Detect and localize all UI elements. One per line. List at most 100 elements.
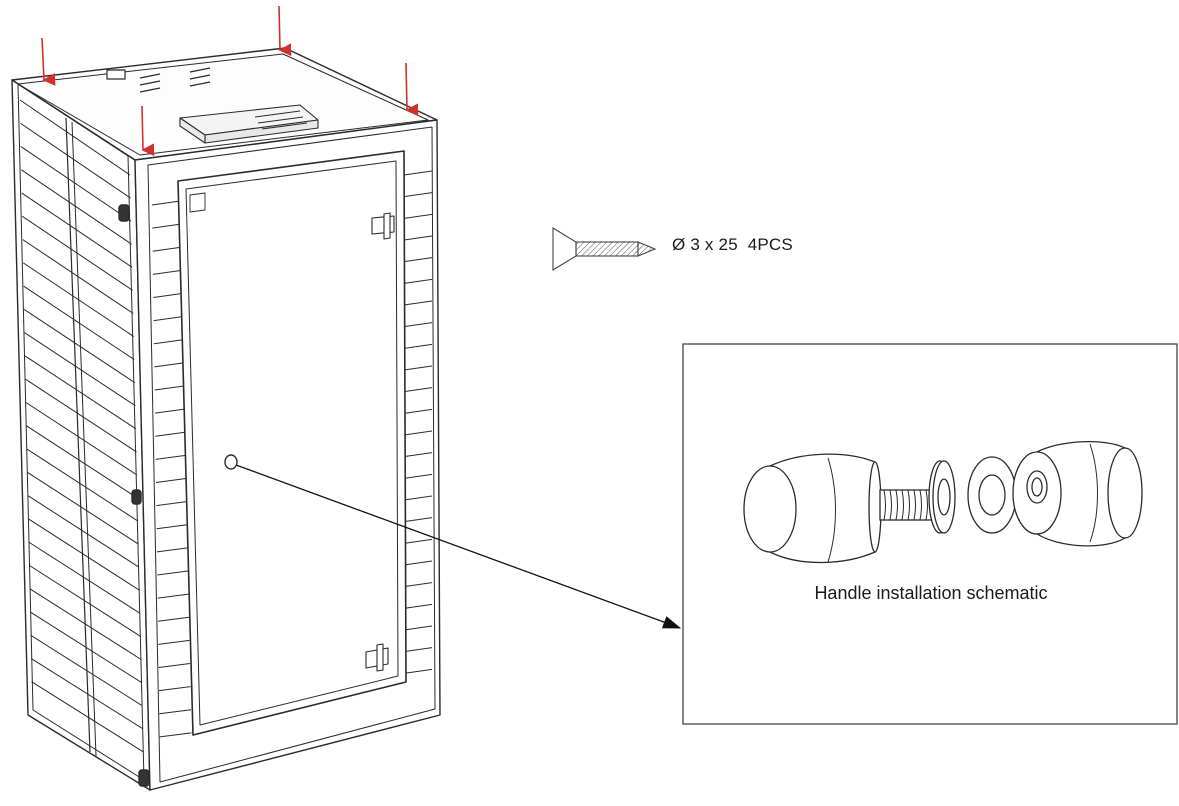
side-slat-line <box>20 122 131 199</box>
side-slat-line <box>29 611 143 684</box>
front-slat-line <box>158 663 191 668</box>
front-slat-line <box>403 668 433 674</box>
front-slat-line <box>403 343 433 349</box>
side-slat-line <box>27 495 140 568</box>
side-slat-line <box>24 355 137 430</box>
front-slat-line <box>156 501 187 507</box>
handle-hole-icon <box>224 454 238 470</box>
side-slat-line <box>25 402 138 476</box>
side-slat-line <box>26 448 139 522</box>
front-slat-line <box>153 316 183 322</box>
countersunk-screw-icon <box>552 227 657 271</box>
front-slat-line <box>154 408 185 414</box>
side-slat-line <box>22 262 135 337</box>
front-slat-line <box>403 495 433 501</box>
front-slat-line <box>155 454 186 460</box>
hinge-icon <box>131 489 142 505</box>
front-slat-line <box>156 524 188 530</box>
front-slats <box>151 170 433 738</box>
side-slat-line <box>29 588 142 661</box>
side-slat-line <box>25 378 137 453</box>
front-slat-line <box>403 235 433 241</box>
front-slat-line <box>158 639 190 645</box>
front-slat-line <box>403 300 433 306</box>
side-slat-line <box>21 192 133 268</box>
side-slat-line <box>22 215 133 291</box>
front-slat-line <box>157 616 190 622</box>
side-slats <box>19 99 144 753</box>
side-slat-line <box>26 425 138 499</box>
side-slat-line <box>28 564 142 637</box>
front-slat-line <box>152 269 182 275</box>
front-slat-line <box>152 223 181 229</box>
side-slat-line <box>23 309 136 384</box>
front-slat-line <box>403 365 433 371</box>
front-slat-line <box>403 625 433 631</box>
glass-door <box>177 150 407 736</box>
side-slat-line <box>27 471 139 545</box>
front-slat-line <box>403 408 433 414</box>
side-slat-line <box>31 681 144 753</box>
front-slat-line <box>158 686 191 692</box>
door-hinge-icon <box>371 212 395 240</box>
red-arrow-icon <box>141 105 155 157</box>
side-slat-line <box>30 658 144 730</box>
leader-arrow <box>235 464 682 629</box>
front-slat-line <box>403 560 433 566</box>
flat-washer-icon <box>967 456 1017 534</box>
front-slat-line <box>156 547 188 553</box>
front-slat-line <box>157 593 189 599</box>
front-slat-line <box>403 603 433 609</box>
front-slat-line <box>153 293 183 298</box>
side-slat-line <box>20 146 132 222</box>
front-slat-line <box>155 431 186 437</box>
front-slat-line <box>403 430 433 436</box>
side-slat-line <box>28 518 140 591</box>
front-slat-line <box>154 362 184 368</box>
front-slat-line <box>155 478 187 483</box>
spacer-washer-icon <box>928 460 956 534</box>
front-slat-line <box>153 339 184 345</box>
front-slat-line <box>403 170 433 176</box>
detail-caption: Handle installation schematic <box>814 583 1048 603</box>
front-slat-line <box>151 200 181 206</box>
front-slat-line <box>403 517 433 523</box>
hinge-icon <box>138 769 150 787</box>
red-arrow-icon <box>278 5 292 57</box>
side-slat-line <box>21 169 132 245</box>
handle-exploded-view <box>743 440 1143 564</box>
front-slat-line <box>403 538 433 544</box>
side-slat-line <box>30 634 143 707</box>
front-slat-line <box>159 709 192 715</box>
front-slat-line <box>403 452 433 458</box>
handle-knob-inner-icon <box>1012 440 1143 547</box>
side-slat-line <box>24 332 136 407</box>
side-slat-line <box>19 99 131 176</box>
red-arrow-icon <box>41 37 56 86</box>
side-slat-line <box>22 239 134 314</box>
front-slat-line <box>403 322 433 328</box>
front-slat-line <box>403 213 433 219</box>
front-slat-line <box>403 257 433 263</box>
door-hinge-icon <box>365 643 389 672</box>
front-slat-line <box>403 278 433 284</box>
front-slat-line <box>403 647 433 653</box>
front-slat-line <box>154 385 185 391</box>
sauna-cabinet <box>11 47 441 791</box>
side-slat-line <box>28 541 141 614</box>
front-slat-line <box>152 246 182 252</box>
handle-knob-outer-icon <box>743 453 882 564</box>
side-slat-line <box>23 285 135 361</box>
threaded-bolt-icon <box>879 489 937 521</box>
front-slat-line <box>403 192 433 198</box>
front-slat-line <box>403 387 433 393</box>
front-slat-line <box>403 582 433 588</box>
control-box-icon <box>179 104 319 144</box>
screw-location-markers <box>41 5 419 157</box>
front-slat-line <box>159 732 192 738</box>
red-arrow-icon <box>405 62 419 117</box>
hinge-icon <box>118 204 130 222</box>
screw-spec-label: Ø 3 x 25 4PCS <box>672 235 793 254</box>
front-slat-line <box>403 473 433 479</box>
